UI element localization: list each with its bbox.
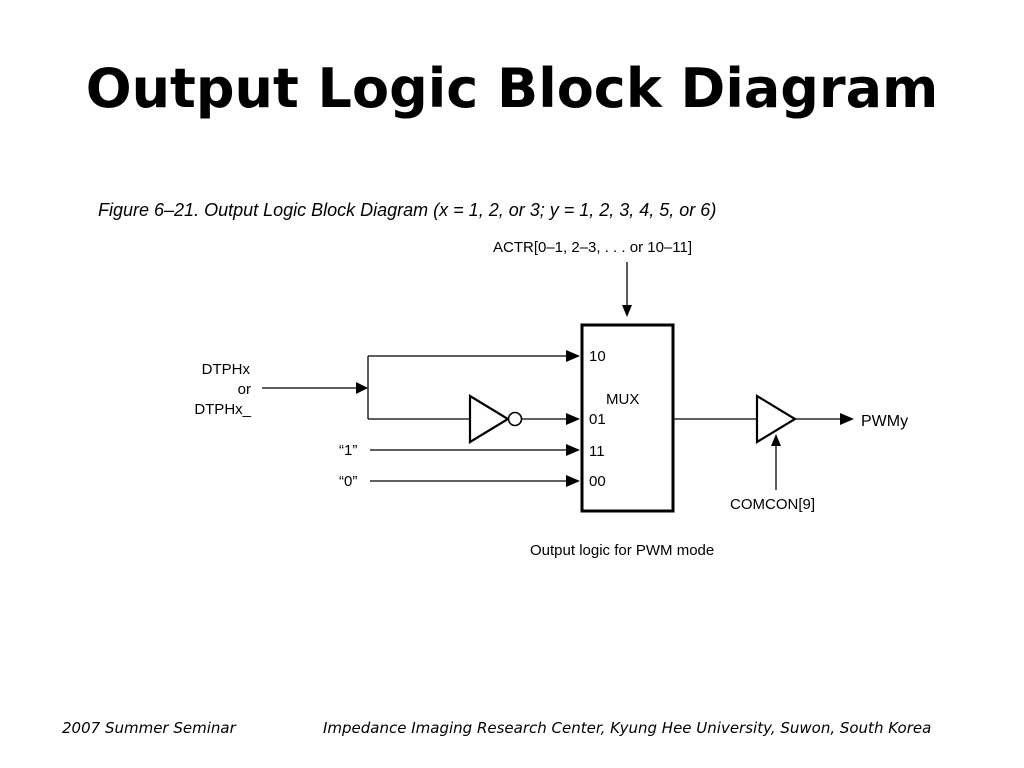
input-one-arrowhead <box>566 444 580 456</box>
mux-input-10-label: 10 <box>589 348 606 365</box>
input-one-label: “1” <box>339 442 357 459</box>
mux-block <box>580 323 675 513</box>
buffer-icon <box>755 394 798 444</box>
figure-subcaption: Output logic for PWM mode <box>530 542 714 559</box>
input-zero-label: “0” <box>339 473 357 490</box>
footer-institution: Impedance Imaging Research Center, Kyung… <box>323 719 932 737</box>
input-dtphx-bar-label: DTPHx_ <box>194 401 251 418</box>
mux-input-11-label: 11 <box>589 443 605 460</box>
input-dtphx-label: DTPHx <box>202 361 251 378</box>
mux-input-01-label: 01 <box>589 411 606 428</box>
inverter-icon <box>468 394 511 444</box>
input-zero-arrowhead <box>566 475 580 487</box>
output-label: PWMy <box>861 413 908 430</box>
mux-input-00-label: 00 <box>589 473 606 490</box>
branch-10-arrowhead <box>566 350 580 362</box>
comcon-arrowhead <box>771 434 781 446</box>
input-or-label: or <box>238 381 251 398</box>
figure-caption: Figure 6–21. Output Logic Block Diagram … <box>98 200 716 220</box>
output-arrowhead <box>840 413 854 425</box>
mux-label: MUX <box>606 391 639 408</box>
dtphx-input-arrowhead <box>356 382 368 394</box>
slide-title: Output Logic Block Diagram <box>85 57 939 120</box>
actr-arrowhead <box>622 305 632 317</box>
footer-seminar: 2007 Summer Seminar <box>62 719 236 737</box>
comcon-label: COMCON[9] <box>730 496 815 513</box>
actr-label: ACTR[0–1, 2–3, . . . or 10–11] <box>493 239 692 256</box>
inverter-bubble-icon <box>507 411 523 427</box>
branch-01-arrowhead <box>566 413 580 425</box>
